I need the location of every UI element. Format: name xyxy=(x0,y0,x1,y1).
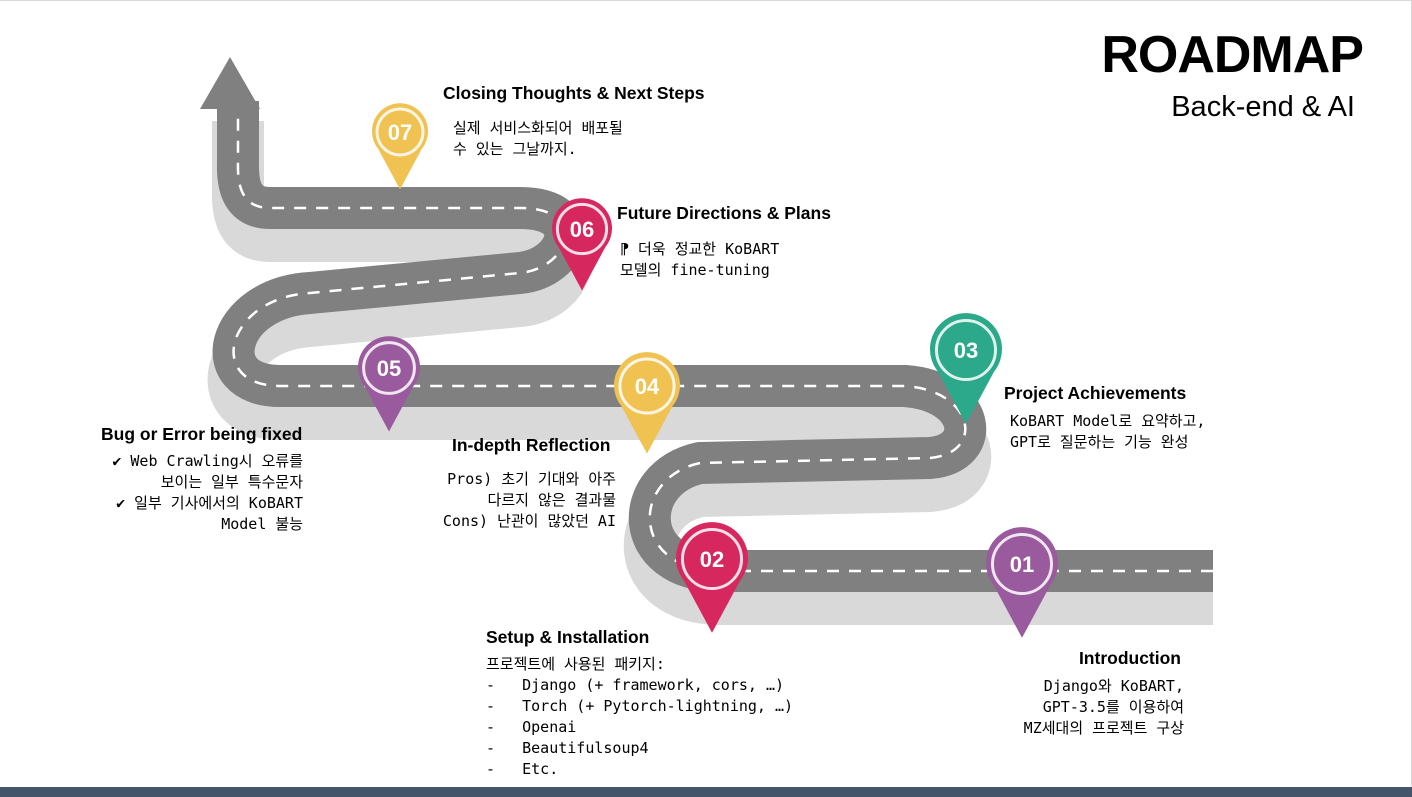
milestone-2-line: - Openai xyxy=(486,718,577,736)
milestone-7-line: 수 있는 그날까지. xyxy=(453,140,577,158)
pin-number: 05 xyxy=(377,356,401,381)
pin-number: 01 xyxy=(1010,552,1034,577)
milestone-4-line: Cons) 난관이 많았던 AI xyxy=(442,512,616,530)
pin-inner-circle xyxy=(990,532,1054,596)
pin-inner-circle xyxy=(555,202,609,256)
milestone-1-heading: Introduction xyxy=(1078,648,1181,668)
milestone-3-line: KoBART Model로 요약하고, xyxy=(1010,412,1206,430)
milestone-7-line: 실제 서비스화되어 배포될 xyxy=(453,119,623,137)
milestone-6-line: 모델의 fine-tuning xyxy=(620,261,770,279)
milestone-pin-7: 07 xyxy=(372,103,428,190)
pin-number: 03 xyxy=(954,338,978,363)
road-center-line xyxy=(232,101,1213,573)
milestone-5-line: ✔ 일부 기사에서의 KoBART xyxy=(116,494,303,512)
milestone-2-line: - Torch (+ Pytorch-lightning, …) xyxy=(486,697,794,715)
page-subtitle: Back-end & AI xyxy=(1171,91,1355,123)
pin-inner-circle xyxy=(934,318,998,382)
milestone-5-line: 보이는 일부 특수문자 xyxy=(160,473,303,491)
milestone-5-line: Model 불능 xyxy=(221,515,303,533)
milestone-2-line: - Beautifulsoup4 xyxy=(486,739,649,757)
pin-inner-circle xyxy=(362,341,416,395)
milestone-pin-1: 01 xyxy=(986,527,1058,638)
milestone-5-text: ✔ Web Crawling시 오류를 보이는 일부 특수문자 ✔ 일부 기사에… xyxy=(112,451,303,535)
milestone-2-line: - Etc. xyxy=(486,760,559,778)
milestone-6-text: ⁋ 더욱 정교한 KoBART 모델의 fine-tuning xyxy=(620,239,779,281)
milestone-3-text: KoBART Model로 요약하고, GPT로 질문하는 기능 완성 xyxy=(1010,411,1205,453)
page-title: ROADMAP xyxy=(1101,26,1364,84)
milestone-5-heading: Bug or Error being fixed xyxy=(101,424,303,444)
milestone-4-line: Pros) 초기 기대와 아주 xyxy=(447,470,616,488)
milestone-5-line: ✔ Web Crawling시 오류를 xyxy=(112,452,303,470)
milestone-pin-5: 05 xyxy=(357,336,420,432)
milestone-1-text: Django와 KoBART, GPT-3.5를 이용하여 MZ세대의 프로젝트… xyxy=(1024,676,1184,739)
pin-number: 07 xyxy=(388,120,412,145)
pin-number: 06 xyxy=(570,217,594,242)
milestone-4-heading: In-depth Reflection xyxy=(452,435,611,455)
milestone-1-line: MZ세대의 프로젝트 구상 xyxy=(1023,719,1184,737)
pin-inner-circle xyxy=(618,357,676,415)
milestone-4-text: Pros) 초기 기대와 아주 다르지 않은 결과물 Cons) 난관이 많았던… xyxy=(443,469,616,532)
milestone-3-heading: Project Achievements xyxy=(1004,383,1187,403)
milestone-2-heading: Setup & Installation xyxy=(486,627,650,647)
pin-inner-circle xyxy=(375,107,425,157)
milestone-6-heading: Future Directions & Plans xyxy=(617,203,831,223)
pin-number: 02 xyxy=(700,547,724,572)
milestone-2-text: 프로젝트에 사용된 패키지: - Django (+ framework, co… xyxy=(486,654,793,780)
milestone-2-line: - Django (+ framework, cors, …) xyxy=(486,676,785,694)
pin-inner-circle xyxy=(680,527,744,591)
milestone-4-line: 다르지 않은 결과물 xyxy=(487,491,616,509)
road-arrow-head xyxy=(200,57,260,109)
bottom-bar xyxy=(0,787,1412,797)
milestone-pin-2: 02 xyxy=(676,522,748,633)
milestone-pin-3: 03 xyxy=(930,313,1002,424)
milestone-pin-6: 06 xyxy=(552,198,613,291)
milestone-6-line: ⁋ 더욱 정교한 KoBART xyxy=(620,240,780,258)
milestone-2-line: 프로젝트에 사용된 패키지: xyxy=(486,655,665,673)
milestone-1-line: GPT-3.5를 이용하여 xyxy=(1042,698,1184,716)
milestone-7-text: 실제 서비스화되어 배포될 수 있는 그날까지. xyxy=(453,118,623,160)
milestone-3-line: GPT로 질문하는 기능 완성 xyxy=(1010,433,1189,451)
pin-number: 04 xyxy=(635,374,660,399)
milestone-pin-4: 04 xyxy=(614,352,680,454)
milestone-1-line: Django와 KoBART, xyxy=(1043,677,1184,695)
milestone-7-heading: Closing Thoughts & Next Steps xyxy=(443,83,705,103)
